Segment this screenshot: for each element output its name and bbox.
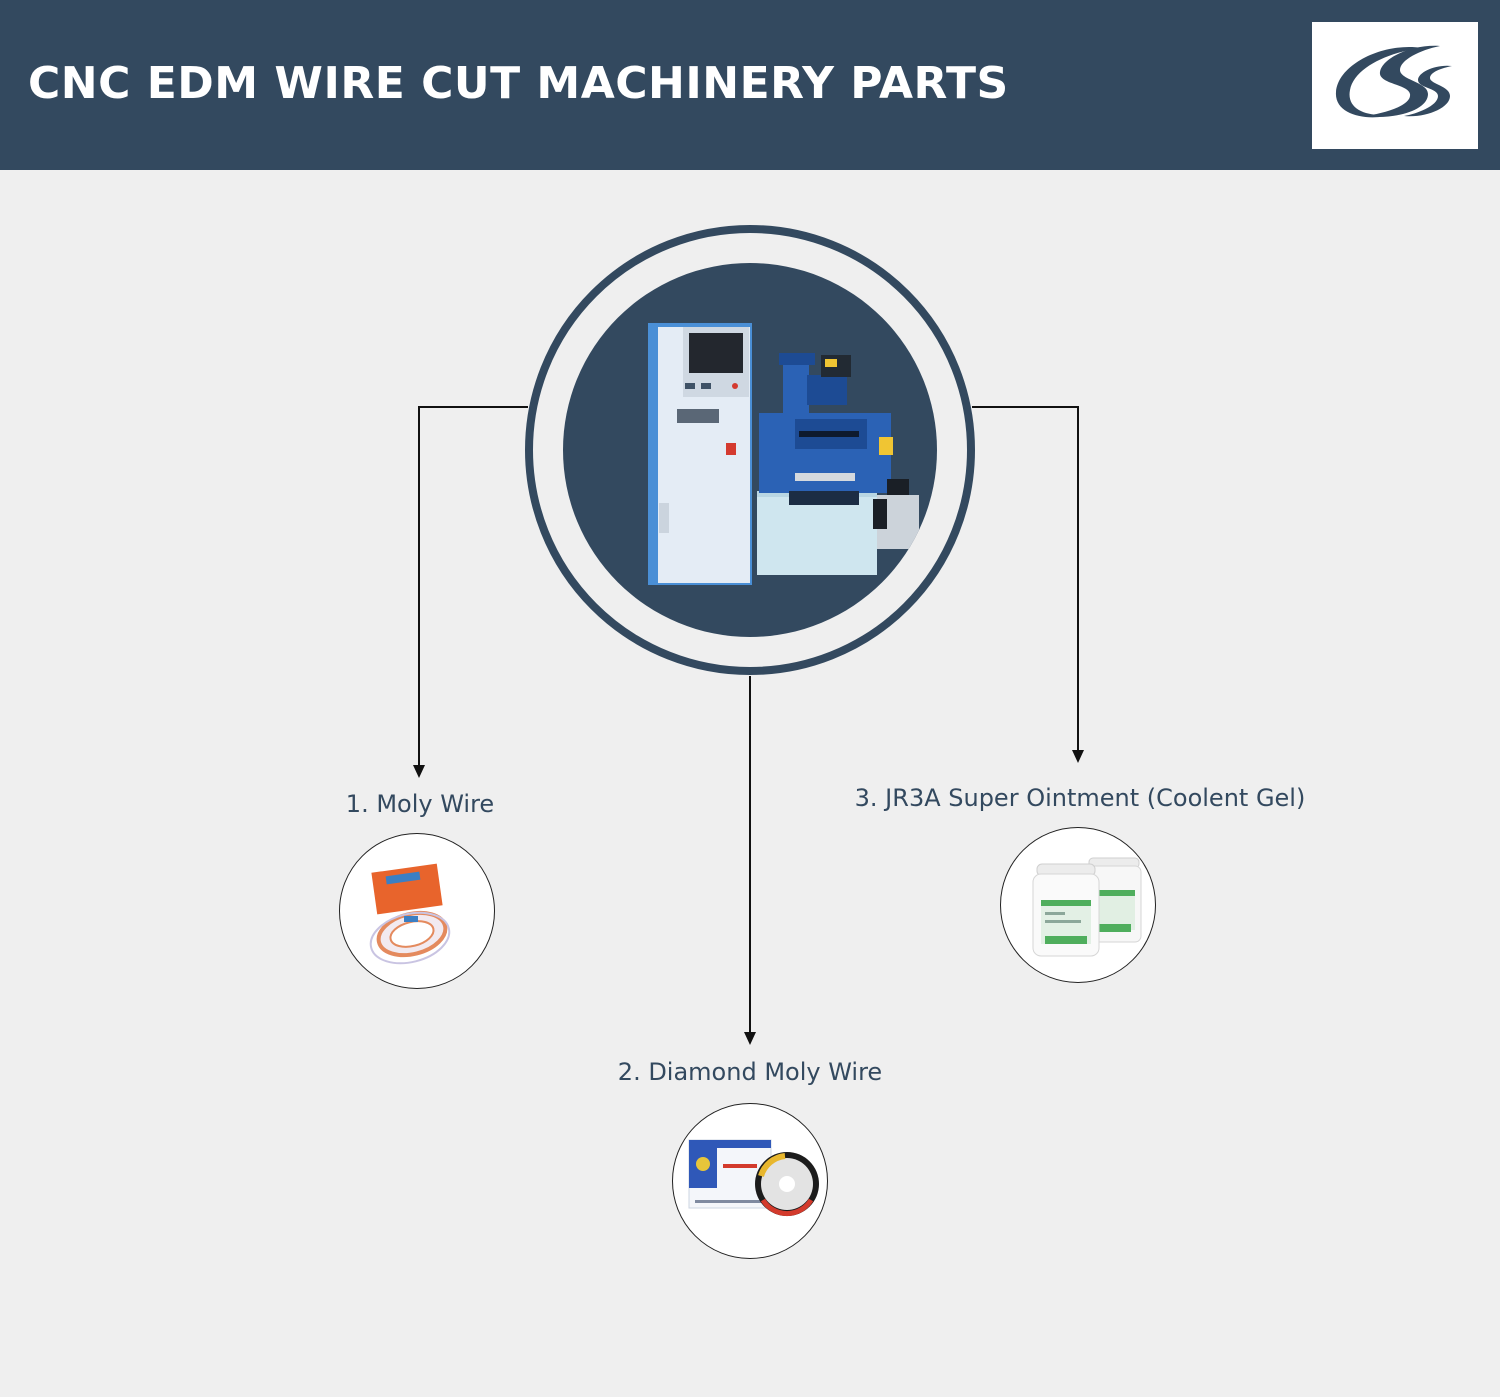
machine-disc xyxy=(563,263,937,637)
diamond-moly-wire-icon xyxy=(688,1139,819,1217)
part-label-coolant-gel: 3. JR3A Super Ointment (Coolent Gel) xyxy=(854,784,1306,812)
moly-wire-spool-icon xyxy=(369,863,451,965)
diamond-moly-wire-thumbnail xyxy=(672,1103,828,1259)
arrowhead-coolant-gel xyxy=(1072,750,1084,763)
cnc-machine-icon xyxy=(648,323,919,585)
arrowhead-moly-wire xyxy=(413,765,425,778)
part-label-moly-wire: 1. Moly Wire xyxy=(345,790,495,818)
moly-wire-thumbnail xyxy=(339,833,495,989)
part-label-diamond-moly-wire: 2. Diamond Moly Wire xyxy=(617,1058,883,1086)
arrowhead-diamond-moly-wire xyxy=(744,1032,756,1045)
coolant-gel-thumbnail xyxy=(1000,827,1156,983)
machine-ring xyxy=(525,225,975,675)
connector-to-moly-wire xyxy=(418,406,528,765)
coolant-gel-jars-icon xyxy=(1032,857,1142,957)
page-title: CNC EDM WIRE CUT MACHINERY PARTS xyxy=(28,58,1009,109)
brand-logo xyxy=(1312,22,1478,149)
connector-to-coolant-gel xyxy=(972,406,1079,750)
header-banner: CNC EDM WIRE CUT MACHINERY PARTS xyxy=(0,0,1500,170)
swoosh-logo-icon xyxy=(1335,45,1452,118)
